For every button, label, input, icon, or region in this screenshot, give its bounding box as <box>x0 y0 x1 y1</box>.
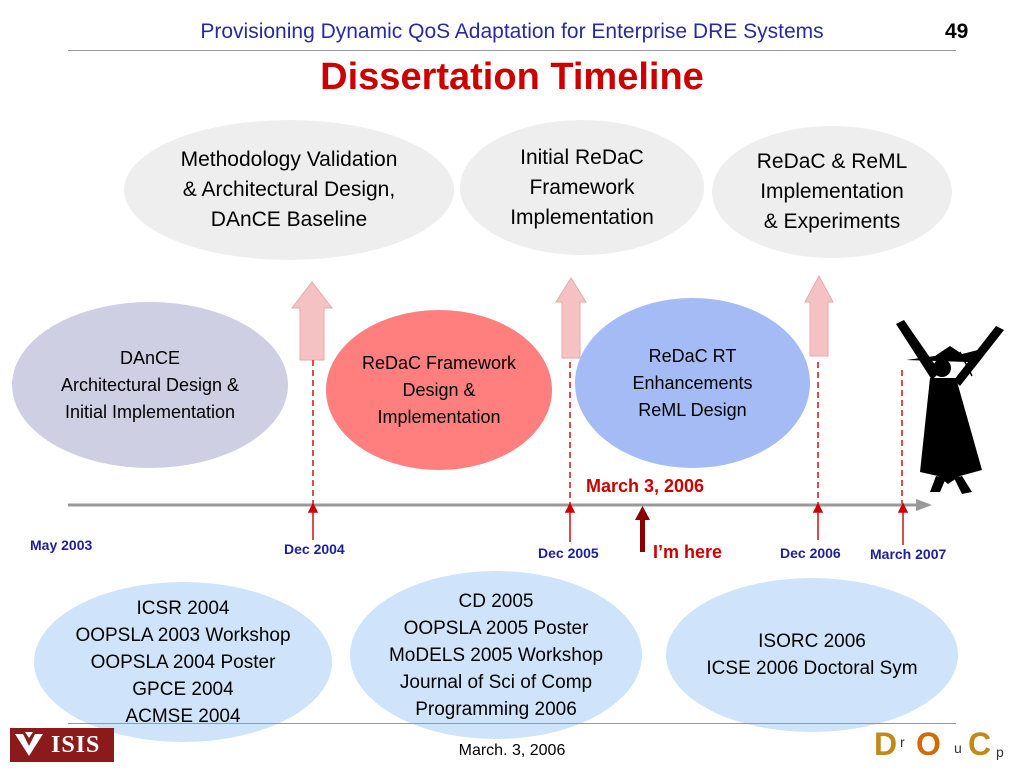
goal-arrow-1 <box>290 281 334 361</box>
doc-logo-letter-u: u <box>954 740 962 756</box>
pubs-ellipse-2006: ISORC 2006 ICSE 2006 Doctoral Sym <box>666 578 958 732</box>
isis-emblem-icon <box>15 732 43 756</box>
goal-arrow-2 <box>555 277 587 359</box>
doc-logo-letter-p: p <box>996 744 1004 760</box>
presentation-title: Provisioning Dynamic QoS Adaptation for … <box>200 20 824 43</box>
phase-ellipse-dance: DAnCE Architectural Design & Initial Imp… <box>12 302 288 468</box>
tick-arrow-dec2004 <box>307 502 319 513</box>
doc-logo-letter-o: O <box>916 726 941 762</box>
date-dec-2005: Dec 2005 <box>538 545 599 561</box>
here-arrow-head <box>635 506 650 520</box>
graduate-figure-icon <box>896 320 1004 494</box>
isis-logo-text: ISIS <box>51 731 101 758</box>
phase-ellipse-redac-rt: ReDaC RT Enhancements ReML Design <box>575 298 810 468</box>
goal-arrow-3 <box>804 274 834 357</box>
slide-title: Dissertation Timeline <box>320 56 704 98</box>
phase-ellipse-redac-framework: ReDaC Framework Design & Implementation <box>326 310 552 470</box>
date-dec-2006: Dec 2006 <box>780 545 841 561</box>
tick-arrow-dec2005 <box>564 502 576 513</box>
tick-arrow-march2007 <box>897 502 909 513</box>
doc-group-logo-icon: D r O u C p <box>872 726 1022 766</box>
date-march-2007: March 2007 <box>870 546 947 562</box>
pubs-ellipse-2003-2004: ICSR 2004 OOPSLA 2003 Workshop OOPSLA 20… <box>34 582 332 742</box>
tick-arrow-dec2006 <box>812 502 824 513</box>
footer-date: March. 3, 2006 <box>458 742 566 759</box>
here-arrow-shaft <box>640 518 645 552</box>
doc-logo-letter-d: D <box>874 726 898 762</box>
im-here-label: I’m here <box>653 542 723 562</box>
current-date-label: March 3, 2006 <box>586 476 705 496</box>
isis-logo-icon: ISIS <box>10 728 114 762</box>
footer-divider <box>68 723 956 724</box>
date-may-2003: May 2003 <box>30 537 93 553</box>
pubs-ellipse-2005-2006: CD 2005 OOPSLA 2005 Poster MoDELS 2005 W… <box>350 571 642 739</box>
goal-ellipse-initial-redac: Initial ReDaC Framework Implementation <box>460 120 704 255</box>
doc-logo-letter-r: r <box>900 734 905 750</box>
goal-ellipse-validation: Methodology Validation & Architectural D… <box>124 120 454 260</box>
page-number: 49 <box>945 20 969 43</box>
date-dec-2004: Dec 2004 <box>284 541 345 557</box>
doc-logo-letter-c: C <box>968 726 992 762</box>
header-divider <box>68 50 956 51</box>
timeline-arrowhead <box>916 499 932 511</box>
goal-ellipse-redac-reml: ReDaC & ReML Implementation & Experiment… <box>712 126 952 258</box>
